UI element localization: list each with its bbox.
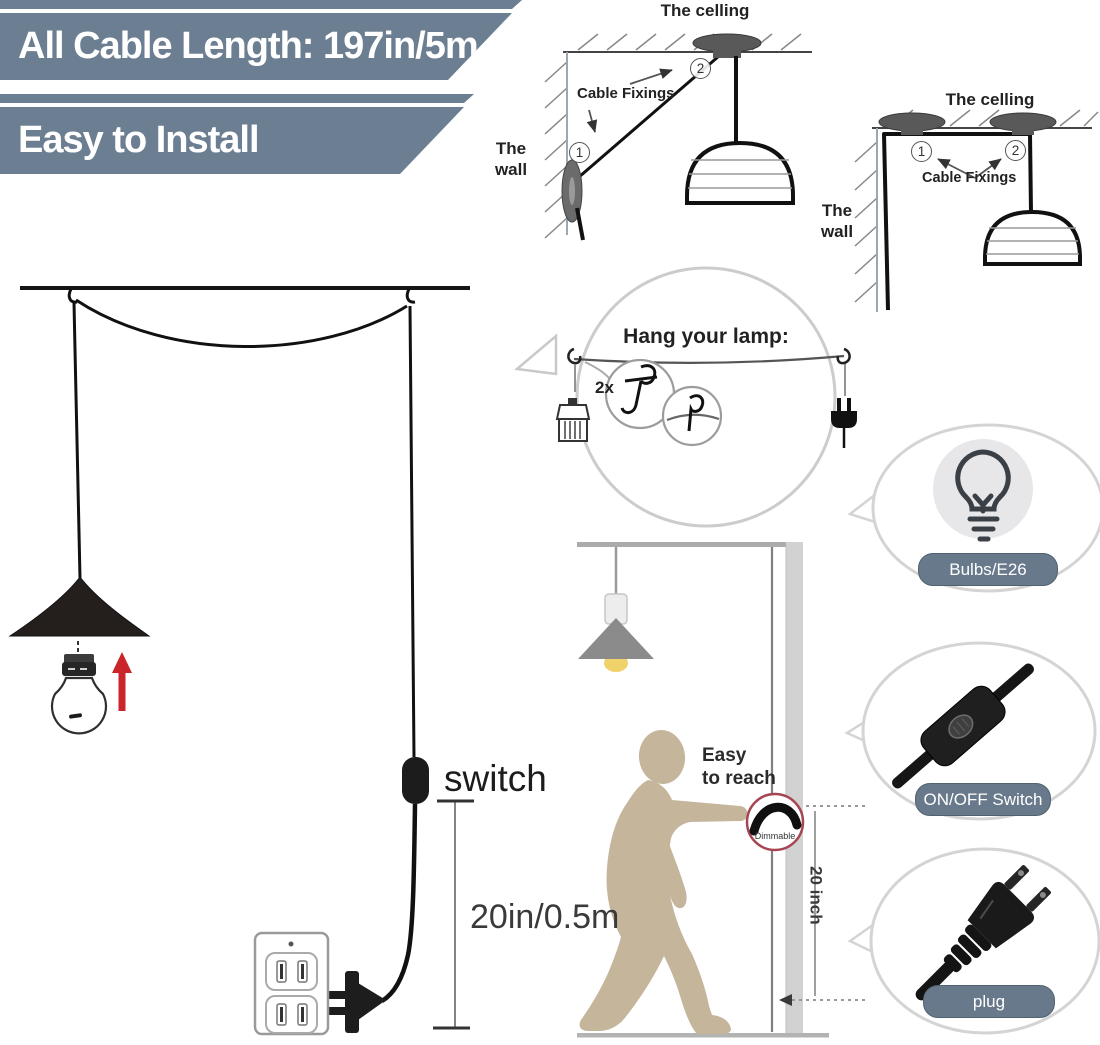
dimmable-label: Dimmable [754,831,796,841]
person-silhouette [579,730,748,1034]
plug-icon [327,971,386,1033]
hook-detail-2 [666,394,720,432]
plug-icon [831,398,857,448]
hang-bubble-title: Hang your lamp: [623,325,789,348]
install-scene-drawing [8,286,474,1036]
wall-label-line1: The [821,201,853,220]
bulb-icon [955,449,1011,542]
ceiling-label: The celling [945,90,1035,109]
dome-shade [983,209,1082,266]
wall-label-line1: The [495,139,527,158]
ceiling-mount-drawing [854,109,1099,312]
hang-quantity: 2x [595,378,614,397]
wall-label-line2: wall [820,222,854,241]
easy-line2: to reach [702,768,776,789]
hook-icon [405,288,416,304]
inline-switch-icon [402,757,429,804]
easy-install-banner: Easy to Install [0,107,464,174]
cable-fixings-label: Cable Fixings [922,170,1017,186]
plug-callout-pill: plug [923,985,1055,1018]
wall-hatch [854,141,878,303]
corner-mount-drawing [544,33,812,241]
easy-to-reach-label: Easy to reach [702,744,776,790]
cable-length-text: All Cable Length: 197in/5m [18,25,478,67]
pendant-lamp [578,547,654,672]
wall-distance-dimension [779,805,866,1006]
ceiling-hatch [577,33,802,51]
dimmer-icon [745,792,805,852]
outlet-icon [253,931,330,1036]
wall-label: The wall [486,138,536,180]
wall-label: The wall [812,200,862,242]
switch-height-dimension [433,799,474,1030]
step-2-badge: 2 [1005,140,1026,161]
easy-install-text: Easy to Install [18,119,259,161]
hang-bubble-drawing [514,266,857,528]
switch-callout-pill: ON/OFF Switch [915,783,1051,816]
switch-callout-drawing [844,641,1097,821]
easy-line1: Easy [702,745,747,766]
up-arrow [112,652,132,711]
hook-detail-1 [620,364,658,414]
step-1-badge: 1 [911,141,932,162]
socket-icon [62,654,96,676]
banner-strip [0,94,474,103]
cord-length-label: 20in/0.5m [470,898,620,936]
reach-scene-drawing [577,542,866,1038]
cone-shade [8,576,151,637]
inline-switch-icon [892,663,1034,789]
wall-hatch [544,61,568,239]
hook-icon [67,288,78,304]
bulb-callout-pill: Bulbs/E26 [918,553,1058,586]
cable-fixings-label: Cable Fixings [577,85,675,102]
switch-label: switch [444,758,547,799]
socket-icon [555,398,591,442]
dome-shade [685,140,795,205]
wall-distance-label: 20 inch [806,866,826,925]
hook-icon [567,347,851,365]
step-1-badge: 1 [569,142,590,163]
light-bulb [50,676,108,735]
cable-length-banner: All Cable Length: 197in/5m [0,13,512,80]
step-2-badge: 2 [690,58,711,79]
wall-label-line2: wall [494,160,528,179]
bulb-callout-drawing [847,423,1100,593]
ceiling-label: The celling [660,1,750,20]
banner-strip [0,0,522,9]
